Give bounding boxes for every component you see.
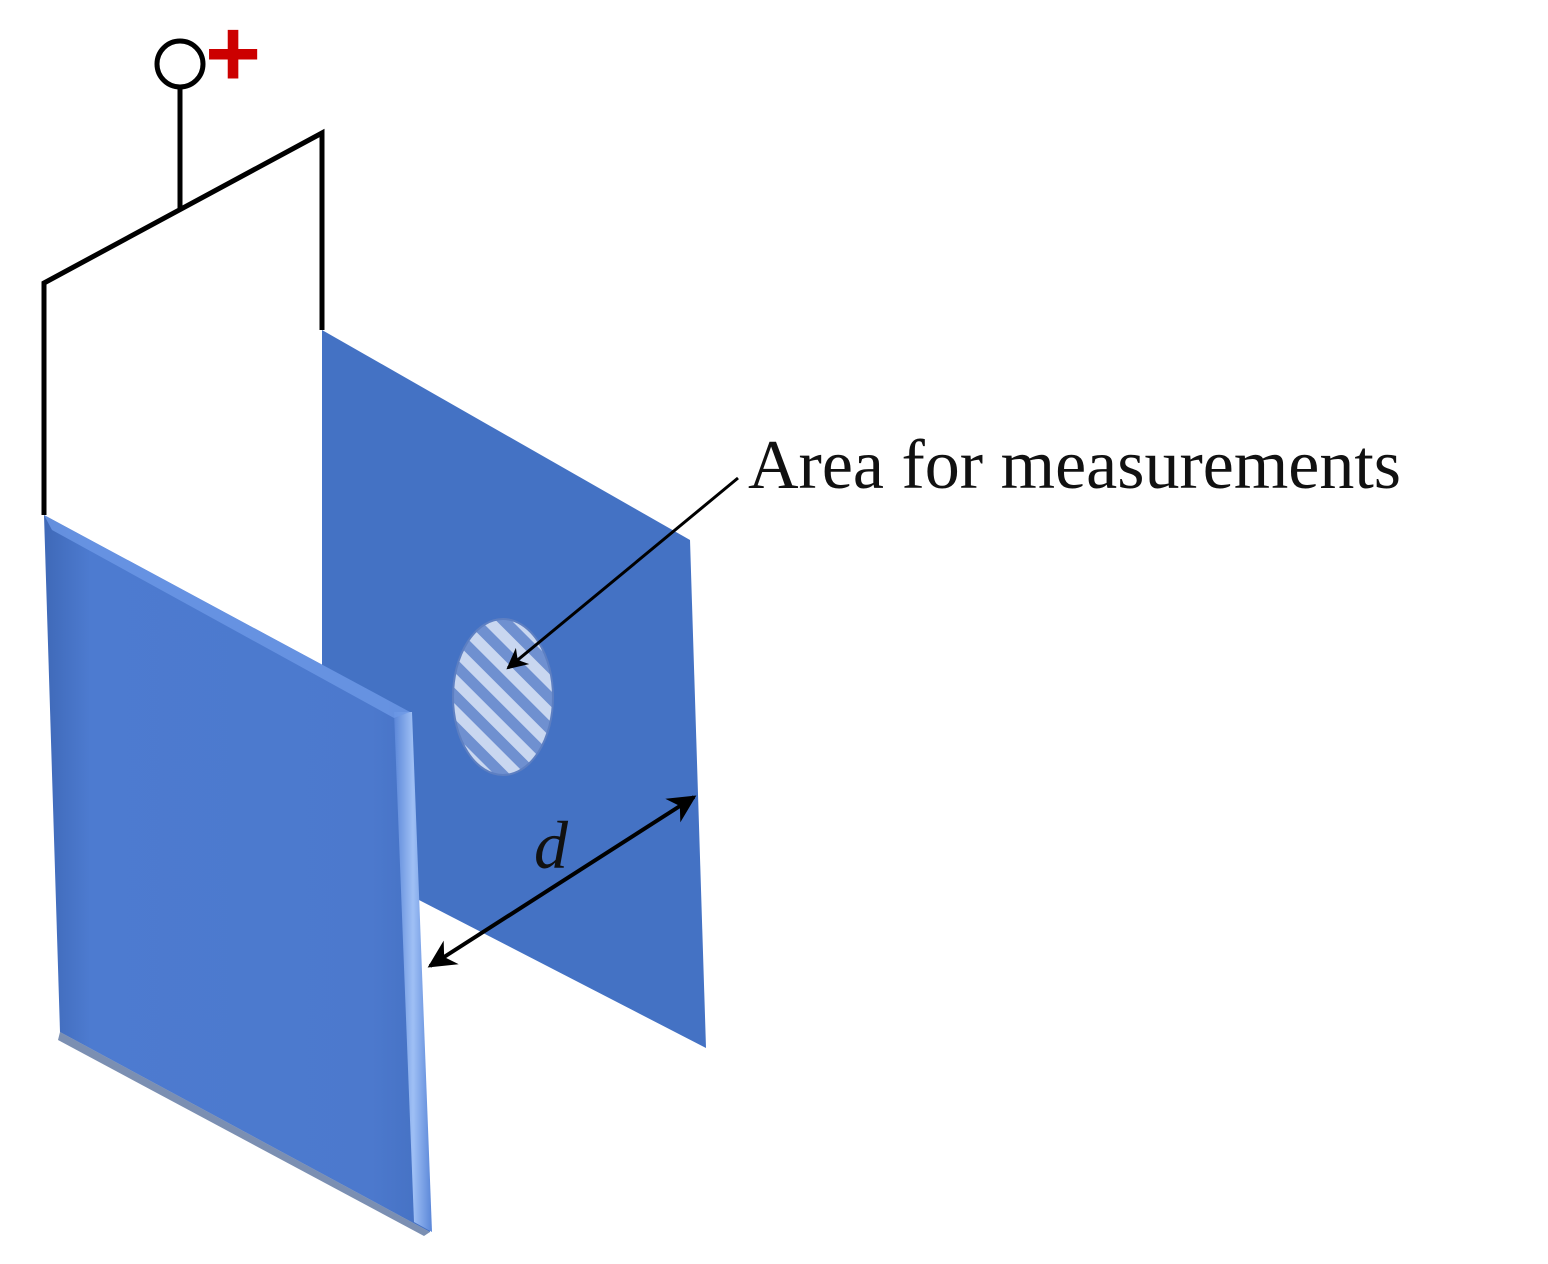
- front-plate-edge: [394, 712, 432, 1232]
- terminal-circle: [154, 38, 206, 90]
- front-plate-bottom-shadow: [58, 1032, 430, 1236]
- callout-leader-arrow: [506, 476, 739, 670]
- distance-arrow: [427, 795, 697, 968]
- callout-label: Area for measurements: [748, 427, 1401, 504]
- front-plate-top-edge: [44, 515, 410, 718]
- front-plate: [44, 515, 430, 1232]
- lead-wire: [41, 128, 325, 515]
- positive-sign: +: [205, 0, 261, 107]
- distance-label: d: [534, 807, 569, 883]
